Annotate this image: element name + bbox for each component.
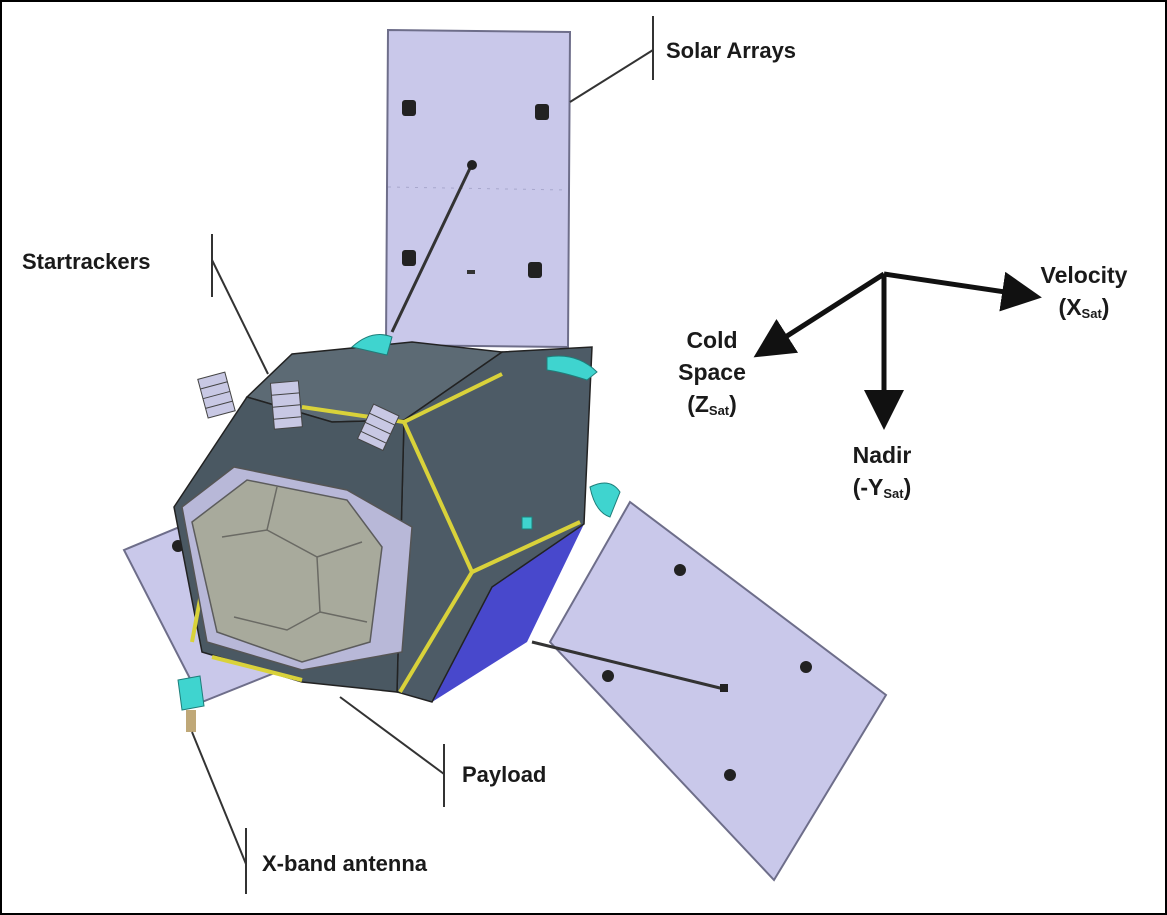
velocity-symbol: (XSat)	[1058, 294, 1110, 321]
axis-label-velocity: Velocity (XSat)	[1014, 259, 1154, 330]
cold-space-line1: Cold	[686, 327, 738, 353]
label-solar-arrays: Solar Arrays	[666, 38, 797, 63]
axis-arrows	[753, 271, 1042, 430]
cold-space-symbol: (ZSat)	[687, 391, 737, 418]
label-payload: Payload	[462, 762, 547, 787]
x-band-antenna-stub	[186, 710, 196, 732]
cold-space-line2: Space	[678, 359, 746, 385]
solar-array-top	[384, 28, 572, 349]
bus-bottom-panel	[432, 524, 584, 702]
label-x-band-antenna: X-band antenna	[262, 851, 428, 876]
nadir-symbol: (-YSat)	[852, 474, 912, 501]
callout-leaders	[191, 16, 654, 894]
label-startrackers: Startrackers	[22, 249, 151, 274]
solar-array-right	[531, 500, 888, 882]
cyan-hinges	[177, 334, 621, 711]
axis-label-nadir: Nadir (-YSat)	[822, 439, 942, 510]
nadir-name: Nadir	[852, 442, 912, 468]
startrackers-hardware	[197, 371, 400, 452]
velocity-name: Velocity	[1040, 262, 1128, 288]
payload-face	[191, 479, 383, 663]
axis-label-cold-space: Cold Space (ZSat)	[652, 324, 772, 427]
